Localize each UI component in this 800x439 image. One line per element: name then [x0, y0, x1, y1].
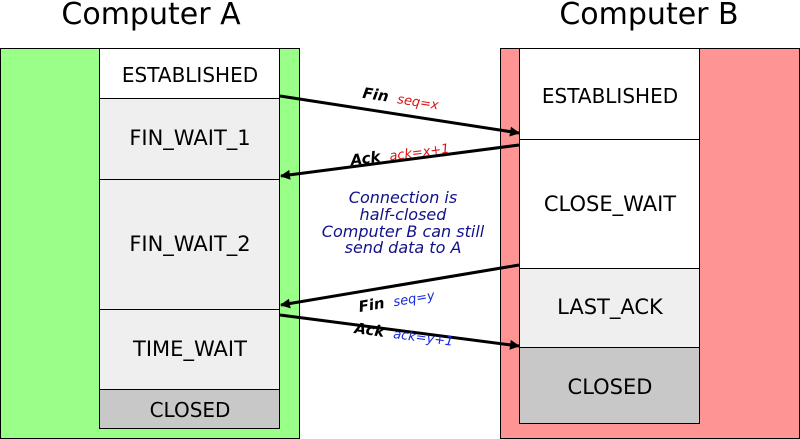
computer-a-title: Computer A [61, 0, 241, 32]
state-a-closed [99, 389, 280, 429]
msg-ack-x: Ack ack=x+1 [348, 138, 450, 170]
note-line-1: Connection is [349, 188, 457, 207]
state-a-established [99, 48, 280, 99]
ack-x-arrow [280, 143, 520, 180]
state-b-close-wait-label: CLOSE_WAIT [544, 192, 676, 217]
state-b-last-ack-label: LAST_ACK [557, 295, 664, 320]
state-a-fin-wait-2 [99, 179, 280, 310]
computer-a-states: ESTABLISHED FIN_WAIT_1 FIN_WAIT_2 TIME_W… [99, 48, 280, 429]
state-a-time-wait-label: TIME_WAIT [132, 337, 247, 362]
msg-fin-x-name: Fin [361, 84, 390, 106]
fin-y-arrow [280, 263, 520, 309]
half-closed-note: Connection is half-closed Computer B can… [322, 188, 485, 257]
state-b-closed [519, 347, 700, 424]
note-line-2: half-closed [360, 205, 448, 224]
ack-y-arrow [279, 313, 520, 350]
state-a-fin-wait-1 [99, 98, 280, 180]
state-b-last-ack [519, 268, 700, 348]
msg-ack-x-name: Ack [348, 148, 382, 170]
state-b-established [519, 48, 700, 140]
msg-fin-x-seq: seq=x [396, 92, 440, 113]
msg-fin-y: Fin seq=y [357, 285, 436, 316]
state-a-time-wait [99, 309, 280, 390]
note-line-3: Computer B can still [322, 222, 485, 241]
fin-x-arrow [279, 94, 520, 137]
msg-fin-y-seq: seq=y [392, 288, 436, 310]
computer-b-title: Computer B [559, 0, 738, 32]
msg-ack-y: Ack ack=y+1 [353, 318, 455, 350]
state-b-closed-label: CLOSED [568, 375, 653, 399]
computer-b-states: ESTABLISHED CLOSE_WAIT LAST_ACK CLOSED [519, 48, 700, 424]
state-a-established-label: ESTABLISHED [122, 63, 258, 87]
note-line-4: send data to A [345, 238, 462, 257]
msg-fin-x: Fin seq=x [361, 83, 440, 114]
state-a-closed-label: CLOSED [150, 398, 231, 422]
state-b-established-label: ESTABLISHED [542, 84, 678, 108]
state-a-fin-wait-1-label: FIN_WAIT_1 [129, 126, 250, 151]
msg-ack-y-seq: ack=y+1 [392, 327, 454, 350]
state-a-fin-wait-2-label: FIN_WAIT_2 [129, 232, 250, 257]
msg-ack-y-name: Ack [353, 319, 387, 341]
msg-fin-y-name: Fin [357, 294, 386, 316]
msg-ack-x-seq: ack=x+1 [389, 142, 451, 165]
